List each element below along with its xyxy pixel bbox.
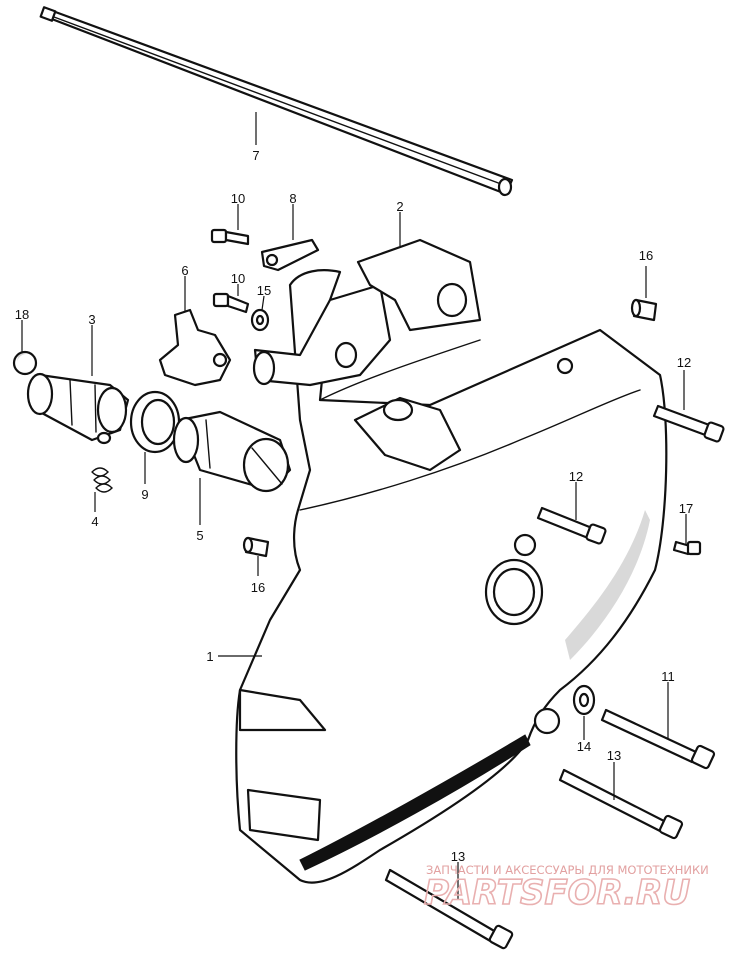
label-part-16b: 16 — [251, 580, 265, 595]
spring-part-4 — [91, 467, 113, 493]
label-part-15: 15 — [257, 283, 271, 298]
watermark-logo: PARTSFOR.RU — [424, 873, 690, 913]
leader-lines — [21, 112, 687, 900]
dowel-part-16a — [630, 298, 658, 322]
label-part-9: 9 — [141, 487, 148, 502]
label-part-16a: 16 — [639, 248, 653, 263]
label-part-4: 4 — [91, 514, 98, 529]
label-part-10a: 10 — [231, 191, 245, 206]
drum-part-3 — [26, 372, 130, 445]
bolt-part-13a — [558, 768, 684, 840]
bracket-part-2 — [356, 238, 482, 332]
plate-part-8 — [260, 238, 320, 272]
label-part-3: 3 — [88, 312, 95, 327]
dowel-part-16b — [242, 536, 270, 558]
label-part-2: 2 — [396, 199, 403, 214]
label-part-6: 6 — [181, 263, 188, 278]
washer-part-14 — [572, 684, 596, 716]
label-part-14: 14 — [577, 739, 591, 754]
bolt-part-12b — [536, 506, 607, 545]
label-part-13a: 13 — [607, 748, 621, 763]
bolt-part-10b — [212, 292, 250, 314]
washer-part-15 — [250, 308, 270, 332]
label-part-18: 18 — [15, 307, 29, 322]
bolt-part-10a — [210, 228, 250, 246]
bolt-part-13b — [384, 868, 514, 950]
ball-part-18 — [12, 350, 38, 376]
ring-part-9 — [129, 390, 181, 454]
push-rod-part-7 — [39, 6, 514, 197]
label-part-13b: 13 — [451, 849, 465, 864]
bolt-part-12a — [652, 404, 725, 443]
bolt-part-17 — [672, 540, 702, 556]
label-part-12a: 12 — [677, 355, 691, 370]
crankcase-cover-part-1 — [235, 269, 668, 884]
label-part-11: 11 — [661, 669, 675, 684]
watermark-tagline: ЗАПЧАСТИ И АКСЕССУАРЫ ДЛЯ МОТОТЕХНИКИ — [426, 863, 709, 877]
bolt-part-11 — [600, 708, 716, 770]
label-part-12b: 12 — [569, 469, 583, 484]
label-part-7: 7 — [252, 148, 259, 163]
fork-part-6 — [158, 308, 232, 387]
label-part-5: 5 — [196, 528, 203, 543]
label-part-1: 1 — [206, 649, 213, 664]
label-part-8: 8 — [289, 191, 296, 206]
label-part-10b: 10 — [231, 271, 245, 286]
shaft-part-5 — [172, 410, 292, 493]
label-part-17: 17 — [679, 501, 693, 516]
cover-boss — [252, 283, 462, 472]
